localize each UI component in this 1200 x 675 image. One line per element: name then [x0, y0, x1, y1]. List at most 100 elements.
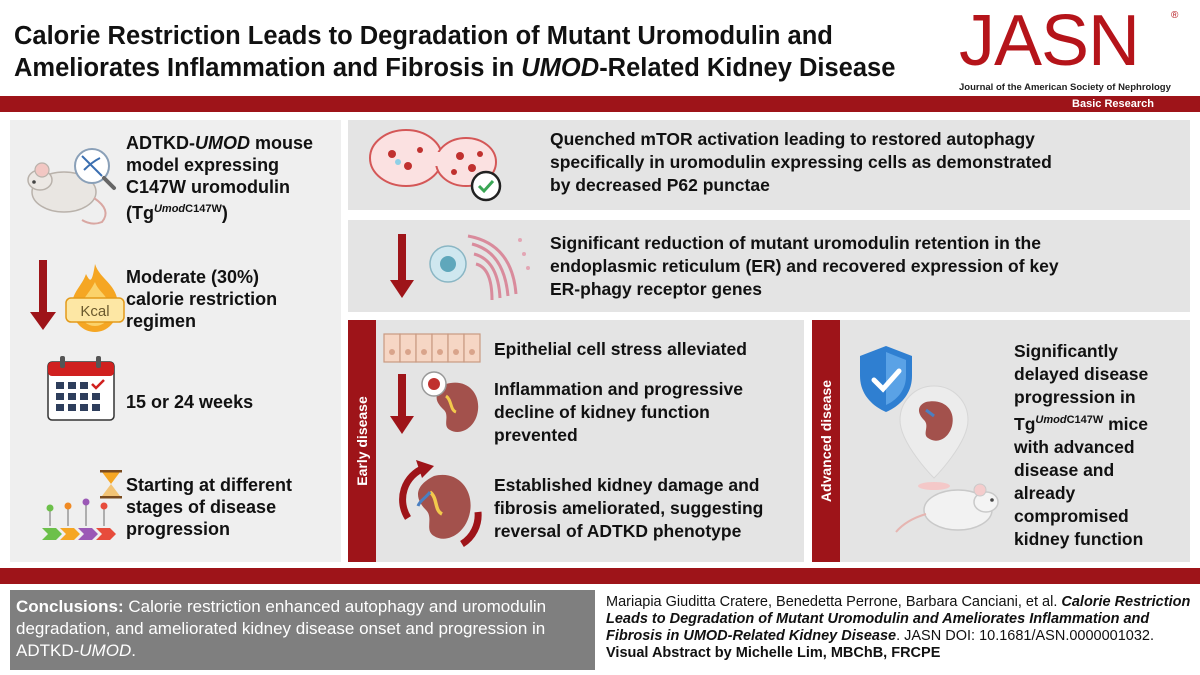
model-e-sup: Umod	[153, 203, 186, 215]
stages-text: Starting at different stages of disease …	[126, 474, 340, 540]
advanced-line-1: Significantly	[1014, 341, 1119, 361]
down-arrow-icon	[390, 374, 414, 434]
advanced-line-6: disease and	[1014, 459, 1115, 480]
stages-line-3: progression	[126, 519, 231, 539]
model-d: C147W uromodulin	[126, 177, 291, 197]
disease-stages-icon	[42, 470, 122, 540]
er-line-1: Significant reduction of mutant uromodul…	[550, 233, 1041, 253]
inflammation-text: Inflammation and progressive decline of …	[494, 378, 800, 447]
endoplasmic-reticulum-icon	[429, 234, 530, 301]
jasn-logo: JASN ® Journal of the American Society o…	[955, 1, 1185, 96]
advanced-line-2: delayed disease	[1014, 364, 1149, 384]
citation-authors: Mariapia Giuditta Cratere, Benedetta Per…	[606, 594, 1062, 610]
early-disease-box: Epithelial cell stress alleviated Inflam…	[376, 320, 804, 562]
conclusion-label: Conclusions:	[16, 597, 124, 616]
down-arrow-icon	[390, 234, 414, 298]
advanced-line-4-sup2: C147W	[1066, 414, 1104, 426]
down-arrow-icon	[30, 260, 56, 330]
advanced-text: Significantly delayed disease progressio…	[1014, 340, 1186, 551]
advanced-disease-box: Significantly delayed disease progressio…	[840, 320, 1190, 562]
er-line-2: endoplasmic reticulum (ER) and recovered…	[550, 256, 1059, 276]
advanced-line-8: compromised	[1014, 505, 1129, 526]
advanced-line-9: kidney function	[1014, 528, 1144, 549]
regimen-text: Moderate (30%) calorie restriction regim…	[126, 266, 340, 332]
logo-registered-mark: ®	[1171, 10, 1179, 21]
logo-text: JASN	[959, 1, 1140, 81]
header: Calorie Restriction Leads to Degradation…	[0, 0, 1200, 97]
autophagy-cell-icon	[369, 129, 502, 202]
citation-title: Calorie Restriction Leads to Degradation…	[606, 594, 1191, 644]
inflammation-line-3: prevented	[494, 425, 578, 445]
calendar-icon	[47, 356, 115, 421]
early-disease-label-text: Early disease	[354, 396, 370, 486]
model-description: ADTKD-UMOD mouse model expressing C147W …	[126, 132, 340, 224]
kcal-label: Kcal	[80, 303, 109, 320]
conclusion-em: UMOD	[79, 641, 132, 660]
advanced-line-4-post: mice	[1103, 413, 1148, 434]
model-a: ADTKD-	[126, 133, 195, 153]
regimen-line-1: Moderate (30%)	[126, 267, 260, 287]
model-b: mouse	[250, 133, 314, 153]
title-line-2-em: UMOD	[521, 54, 600, 82]
model-e-sup2: C147W	[185, 203, 222, 215]
inflamed-kidney-icon	[421, 371, 479, 432]
mtor-box: Quenched mTOR activation leading to rest…	[348, 120, 1190, 210]
section-tag: Basic Research	[1072, 98, 1154, 110]
citation-credit: Visual Abstract by Michelle Lim, MBChB, …	[606, 645, 941, 661]
advanced-disease-label-text: Advanced disease	[818, 379, 834, 503]
mtor-line-3: by decreased P62 punctae	[550, 175, 770, 195]
mouse-icon	[895, 483, 999, 533]
advanced-line-4-sup: Umod	[1035, 414, 1067, 426]
mtor-line-1: Quenched mTOR activation leading to rest…	[550, 129, 1035, 149]
model-em: UMOD	[195, 133, 250, 153]
stages-line-1: Starting at different	[126, 475, 293, 495]
er-line-3: ER-phagy receptor genes	[550, 279, 762, 299]
citation-journal: . JASN DOI: 10.1681/ASN.0000001032.	[896, 628, 1155, 644]
advanced-line-3: progression in	[1014, 387, 1136, 407]
model-e-post: )	[221, 203, 228, 223]
stress-text: Epithelial cell stress alleviated	[494, 339, 747, 359]
location-pin-kidney-icon	[899, 385, 969, 490]
damage-line-1: Established kidney damage and	[494, 475, 760, 495]
title-line-2-pre: Ameliorates Inflammation and Fibrosis in	[14, 54, 522, 82]
advanced-line-7: already	[1014, 482, 1076, 503]
epithelial-cells-icon	[383, 333, 481, 363]
inflammation-line-2: decline of kidney function	[494, 402, 710, 422]
title-line-2: Ameliorates Inflammation and Fibrosis in…	[14, 52, 944, 84]
mtor-text: Quenched mTOR activation leading to rest…	[550, 128, 1180, 197]
stages-line-2: stages of disease	[126, 497, 277, 517]
advanced-line-4: TgUmodC147W mice	[1014, 409, 1186, 436]
early-disease-label: Early disease	[348, 320, 376, 562]
conclusion-box: Conclusions: Calorie restriction enhance…	[10, 590, 595, 670]
inflammation-line-1: Inflammation and progressive	[494, 379, 743, 399]
duration-text: 15 or 24 weeks	[126, 392, 254, 412]
page-title: Calorie Restriction Leads to Degradation…	[14, 20, 944, 84]
mouse-with-dna-icon	[27, 148, 116, 225]
mtor-line-2: specifically in uromodulin expressing ce…	[550, 152, 1052, 172]
regimen-line-2: calorie restriction	[126, 289, 278, 309]
shield-check-icon	[860, 346, 912, 412]
advanced-disease-label: Advanced disease	[812, 320, 840, 562]
kcal-flame-icon: Kcal	[65, 264, 125, 332]
top-red-bar: Basic Research	[0, 96, 1200, 112]
conclusion-end: .	[131, 641, 136, 660]
model-e: (TgUmodC147W)	[126, 198, 340, 224]
er-text: Significant reduction of mutant uromodul…	[550, 232, 1180, 301]
model-c: model expressing	[126, 155, 280, 175]
damage-line-3: reversal of ADTKD phenotype	[494, 521, 742, 541]
citation: Mariapia Giuditta Cratere, Benedetta Per…	[606, 594, 1192, 662]
damage-line-2: fibrosis ameliorated, suggesting	[494, 498, 764, 518]
conclusion-text: Calorie restriction enhanced autophagy a…	[16, 597, 547, 660]
left-panel: ADTKD-UMOD mouse model expressing C147W …	[10, 120, 341, 562]
regimen-line-3: regimen	[126, 311, 197, 331]
advanced-line-5: with advanced	[1014, 436, 1135, 457]
title-line-2-post: -Related Kidney Disease	[599, 54, 896, 82]
kidney-reversal-icon	[399, 460, 482, 547]
model-e-pre: (Tg	[126, 203, 154, 223]
er-box: Significant reduction of mutant uromodul…	[348, 220, 1190, 312]
damage-text: Established kidney damage and fibrosis a…	[494, 474, 800, 543]
bottom-red-bar	[0, 568, 1200, 584]
logo-subtitle: Journal of the American Society of Nephr…	[959, 82, 1171, 93]
title-line-1: Calorie Restriction Leads to Degradation…	[14, 22, 833, 50]
advanced-line-4-pre: Tg	[1014, 413, 1036, 434]
